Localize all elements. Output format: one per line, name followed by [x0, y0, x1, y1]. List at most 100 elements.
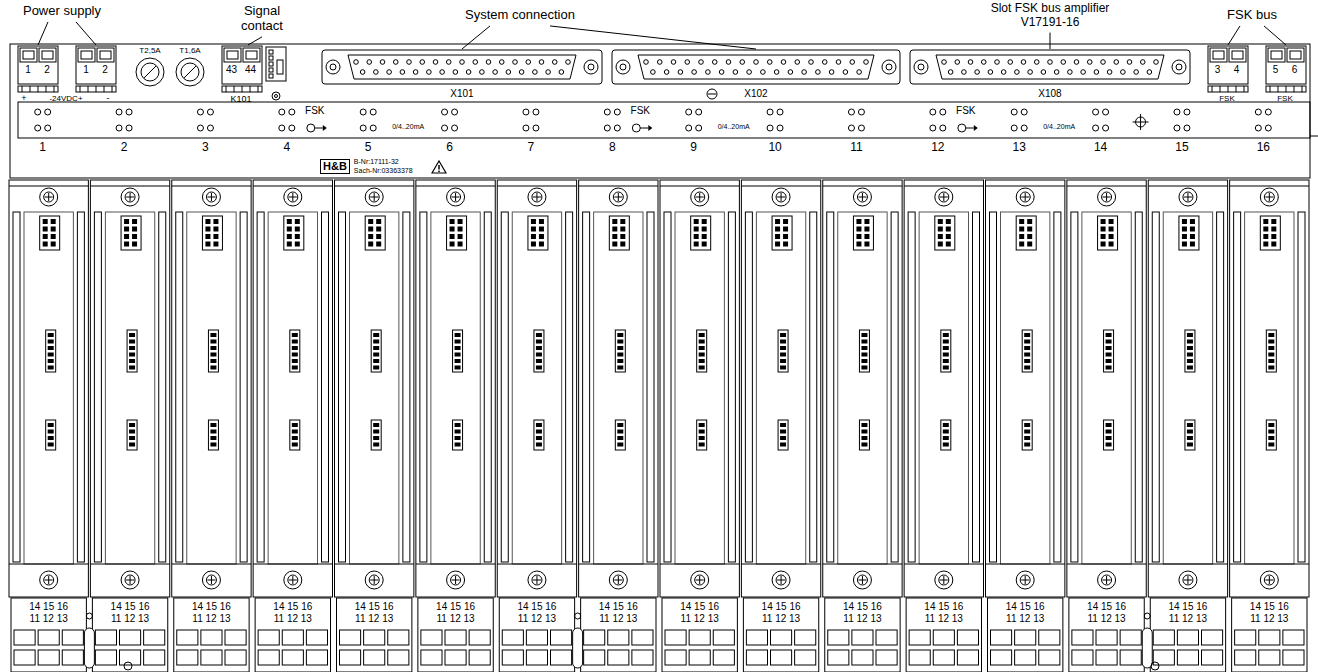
module-rail	[664, 212, 671, 562]
module-connector	[127, 420, 137, 450]
module-pin	[210, 430, 216, 434]
module-connector	[208, 330, 218, 372]
terminal-numbers: 14 15 16	[1168, 601, 1207, 613]
module-pin	[376, 234, 381, 239]
module-pin	[1268, 443, 1274, 447]
module-pin	[1263, 219, 1268, 224]
module-pin	[287, 234, 292, 239]
module-connector	[453, 330, 463, 372]
module-housing	[253, 564, 332, 565]
module-screw	[292, 576, 293, 584]
type-plate: H&BB-Nr:17111-32Sach-Nr:03363378	[318, 156, 453, 177]
module-rail	[420, 212, 427, 562]
terminal-socket	[282, 650, 303, 665]
terminal-socket	[258, 650, 279, 665]
module-pin	[450, 227, 455, 232]
terminal-socket	[713, 650, 734, 665]
led	[35, 109, 41, 115]
terminal-number: 4	[1234, 64, 1240, 76]
fsk-label: FSK	[305, 105, 324, 117]
dsub-pin	[795, 60, 800, 65]
terminal-numbers: 14 15 16	[1250, 601, 1289, 613]
module-screw	[292, 193, 293, 201]
module-pin	[287, 219, 292, 224]
dsub-pin	[400, 70, 405, 75]
module-rail	[908, 212, 915, 562]
dsub-pin	[433, 60, 438, 65]
dsub-pin	[1140, 60, 1145, 65]
module-pin	[450, 219, 455, 224]
module-pin	[292, 333, 298, 337]
module-pin	[292, 443, 298, 447]
module-pin	[780, 340, 786, 344]
module-screw	[365, 188, 383, 206]
module-screw	[781, 576, 782, 584]
mounting-hole	[124, 662, 132, 670]
led	[1174, 125, 1180, 131]
dsub-screw	[886, 64, 892, 70]
module-connector	[208, 420, 218, 450]
module-pin	[861, 340, 867, 344]
terminal-base	[1286, 86, 1287, 92]
dsub-pin	[413, 70, 418, 75]
module-pin	[376, 227, 381, 232]
terminal-socket	[1120, 630, 1141, 645]
terminal-numbers: 14 15 16	[599, 601, 638, 613]
terminal-socket	[957, 630, 978, 645]
terminal-block	[222, 46, 262, 84]
dsub-pin	[533, 70, 538, 75]
module-pin	[373, 430, 379, 434]
led	[45, 109, 51, 115]
module-housing	[986, 186, 1065, 187]
module-pin	[458, 227, 463, 232]
module-pin	[48, 346, 54, 350]
dsub-pin	[1068, 70, 1073, 75]
module-pin	[373, 359, 379, 363]
module-pin	[536, 353, 542, 357]
module-rail	[339, 212, 346, 562]
module-pin	[1182, 242, 1187, 247]
module-screw	[772, 188, 790, 206]
module-pin	[1187, 423, 1193, 427]
module-front	[105, 212, 154, 564]
led	[126, 109, 132, 115]
module-pin	[48, 353, 54, 357]
dsub-pin	[712, 60, 717, 65]
led	[523, 125, 529, 131]
module-screw	[447, 188, 465, 206]
module-pin	[1190, 227, 1195, 232]
channel-number: 5	[365, 141, 372, 155]
module-pin	[455, 353, 461, 357]
dsub-pin	[566, 60, 571, 65]
channel-number: 8	[609, 141, 616, 155]
terminal-socket	[445, 650, 466, 665]
fsk-arrow-symbol	[315, 128, 323, 129]
module-housing	[904, 564, 983, 565]
dsub-pin	[1008, 60, 1013, 65]
module-screw	[776, 575, 786, 585]
mounting-hole	[1151, 662, 1159, 670]
terminal-socket	[1283, 630, 1304, 645]
dsub-screw	[1176, 64, 1182, 70]
terminal-socket	[828, 630, 849, 645]
module-terminal	[92, 598, 167, 672]
dsub-pin	[1101, 60, 1106, 65]
channel-number: 14	[1094, 141, 1107, 155]
module-housing	[904, 180, 983, 597]
module-pin	[292, 340, 298, 344]
dsub-pin	[1054, 70, 1059, 75]
led	[207, 125, 213, 131]
dsub-pin	[552, 60, 557, 65]
module-pin	[1106, 333, 1112, 337]
terminal-socket	[909, 630, 930, 645]
terminal-block	[18, 46, 58, 84]
module-screw	[939, 575, 949, 585]
module-pin	[48, 333, 54, 337]
terminal-base	[1244, 86, 1245, 92]
module-housing	[986, 564, 1065, 565]
module-connector	[859, 420, 869, 450]
module-pin	[1019, 242, 1024, 247]
terminal-number: 3	[1215, 64, 1221, 76]
module-screw	[1187, 576, 1188, 584]
module-housing	[172, 564, 251, 565]
